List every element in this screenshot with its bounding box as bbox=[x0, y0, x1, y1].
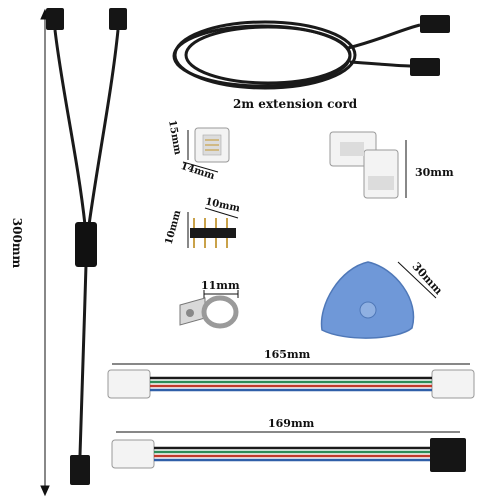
cable-169mm bbox=[111, 438, 466, 472]
extension-cord bbox=[172, 20, 421, 90]
cable-169mm-label: 169mm bbox=[268, 417, 315, 430]
extension-cord-label: 2m extension cord bbox=[233, 97, 358, 111]
l-shape-connector bbox=[329, 131, 399, 199]
l-connector-label: 30mm bbox=[415, 166, 454, 179]
pick-tool bbox=[320, 261, 415, 339]
clip-connector bbox=[194, 127, 230, 163]
cable-165mm-label: 165mm bbox=[264, 348, 311, 361]
pin-header bbox=[190, 218, 236, 248]
mounting-bracket bbox=[179, 295, 239, 329]
extension-connector-bottom bbox=[410, 58, 440, 76]
clip-dimension-arrows bbox=[182, 130, 219, 173]
pick-dimension-arrow bbox=[397, 261, 437, 299]
bracket-dimension-arrow bbox=[203, 290, 239, 298]
cable-165mm bbox=[107, 369, 475, 399]
y-splitter-cable bbox=[46, 8, 127, 485]
dimension-arrow-300mm bbox=[40, 8, 50, 497]
height-300mm-label: 300mm bbox=[10, 217, 25, 269]
extension-connector-top bbox=[420, 15, 450, 33]
pin-header-arrows bbox=[187, 207, 239, 248]
bracket-label: 11mm bbox=[201, 279, 240, 292]
